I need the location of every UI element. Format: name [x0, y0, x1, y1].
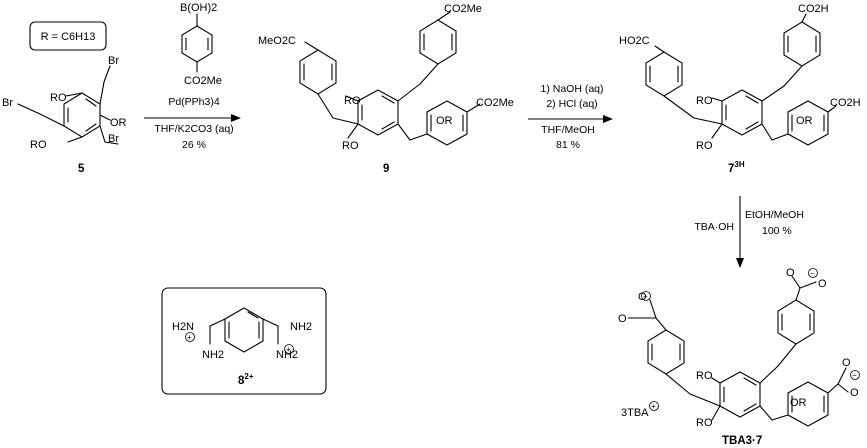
c8-charge-right: +	[286, 345, 291, 354]
c8-nh2-left-lower: NH2	[202, 349, 224, 361]
c8-nh2-right-lower: NH2	[276, 349, 298, 361]
boronic-acid-reagent	[181, 13, 213, 73]
compound-7	[645, 13, 837, 146]
step3-solvent: EtOH/MeOH	[745, 209, 804, 221]
compound-8-superscript: 2+	[244, 372, 253, 381]
step1-catalyst: Pd(PPh3)4	[168, 96, 220, 108]
r-definition-box: R = C6H13	[29, 21, 107, 51]
c5-br-right: Br	[108, 133, 119, 145]
c7-ro-lower: RO	[696, 140, 713, 152]
c5-br-top: Br	[108, 55, 119, 67]
c9-ro-lower: RO	[342, 140, 359, 152]
tba7-o-left-dbl: O	[618, 313, 627, 325]
compound-9-label: 9	[383, 163, 389, 175]
tba7-charge-2: −	[810, 269, 815, 278]
boronic-ester-label: CO2Me	[184, 75, 222, 87]
tba7-o-top-dbl: O	[786, 267, 795, 279]
c7-co2h-top: CO2H	[798, 3, 829, 15]
compound-5-label: 5	[78, 163, 85, 175]
c9-co2me-right: CO2Me	[476, 97, 514, 109]
c7-or-inner: OR	[796, 115, 813, 127]
tba7-counterion: 3TBA	[621, 407, 649, 419]
tba7-ro-lower: RO	[696, 417, 713, 429]
c9-co2me-top: CO2Me	[444, 3, 482, 15]
tba7-or-inner: OR	[790, 397, 807, 409]
c8-charge-left: +	[187, 333, 192, 342]
tba7-o-right-dbl: O	[842, 357, 851, 369]
c7-ho2c-left: HO2C	[619, 35, 650, 47]
tba7-o-left-top: O	[638, 291, 647, 303]
step2-solvent: THF/MeOH	[541, 124, 595, 136]
compound-5	[17, 65, 119, 145]
compound-tba3-7	[627, 268, 860, 427]
c8-nh2-right: NH2	[290, 321, 312, 333]
step3-base: TBA·OH	[694, 221, 734, 233]
c7-co2h-right: CO2H	[830, 97, 861, 109]
c9-or-inner: OR	[436, 115, 453, 127]
tba7-charge-1: −	[643, 292, 648, 301]
tba7-o-top: O	[818, 278, 827, 290]
step2-line-2: 2) HCl (aq)	[546, 98, 597, 110]
r-definition-text: R = C6H13	[41, 31, 96, 43]
c5-ro-bottom: RO	[30, 139, 47, 151]
compound-7-number: 7	[728, 163, 734, 175]
step2-line-1: 1) NaOH (aq)	[540, 83, 603, 95]
step1-yield: 26 %	[182, 139, 206, 151]
c7-ro-upper: RO	[696, 95, 713, 107]
boronic-acid-label: B(OH)2	[180, 2, 217, 14]
tba7-counterion-charge: +	[651, 402, 656, 411]
c9-ro-upper: RO	[344, 95, 361, 107]
compound-8-label: 82+	[238, 372, 254, 387]
c5-or-right: OR	[110, 117, 127, 129]
compound-9	[299, 11, 481, 146]
compound-8-box	[161, 287, 327, 395]
step1-solvent: THF/K2CO3 (aq)	[154, 123, 233, 135]
c9-meo2c-left: MeO2C	[258, 35, 296, 47]
compound-8-number: 8	[238, 375, 245, 387]
c5-ro-top: RO	[50, 92, 67, 104]
tba7-o-right: O	[850, 387, 859, 399]
step3-yield: 100 %	[762, 225, 792, 237]
c5-br-left: Br	[2, 97, 13, 109]
step2-yield: 81 %	[556, 139, 580, 151]
tba7-charge-3: −	[852, 371, 857, 380]
tba7-ro-upper: RO	[696, 370, 713, 382]
compound-7-superscript: 3H	[734, 160, 744, 169]
c8-h2n-left: H2N	[172, 321, 194, 333]
compound-7-label: 73H	[728, 160, 745, 175]
compound-tba7-label: TBA3·7	[722, 435, 762, 447]
